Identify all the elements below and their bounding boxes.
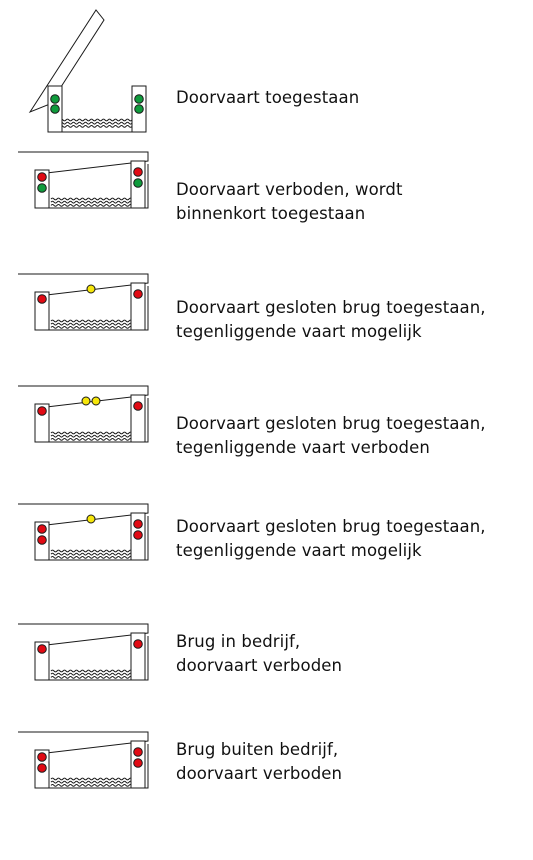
raised-bridge-icon (28, 9, 147, 133)
left-signal-light-red (37, 535, 47, 545)
left-signal-light-red (37, 172, 47, 182)
bridge-deck (18, 731, 149, 755)
left-signal-light-red (37, 406, 47, 416)
caption-line: tegenliggende vaart mogelijk (176, 322, 422, 341)
left-signal-light-red (37, 752, 47, 762)
right-signal-light-red (133, 289, 143, 299)
bridge-signals-legend: { "colors": { "red": "#e10a14", "green":… (18, 9, 486, 789)
caption-line: Doorvaart gesloten brug toegestaan, (176, 517, 486, 536)
right-signal-light-green (134, 104, 144, 114)
yellow-light (86, 514, 96, 524)
right-signal-light-red (133, 519, 143, 529)
bridge-deck (18, 623, 149, 647)
right-signal-light-red (133, 401, 143, 411)
closed-bridge-icon (18, 731, 149, 789)
water-wave (59, 125, 139, 128)
caption-line: doorvaart verboden (176, 656, 343, 675)
raised-deck (28, 9, 105, 114)
water-wave (50, 780, 136, 784)
water-wave (50, 200, 136, 204)
caption-line: tegenliggende vaart verboden (176, 438, 430, 457)
left-signal-light-red (37, 294, 47, 304)
water-wave (50, 777, 136, 781)
water-wave (50, 676, 136, 679)
right-signal-light-green (134, 94, 144, 104)
left-signal-light-red (37, 644, 47, 654)
water-wave (50, 431, 136, 435)
closed-bridge-icon (18, 273, 149, 331)
bridge-deck (18, 151, 149, 175)
signal-caption: Doorvaart gesloten brug toegestaan, tegen… (176, 515, 486, 563)
water-wave (50, 784, 136, 787)
signal-caption: Doorvaart gesloten brug toegestaan, tegen… (176, 296, 486, 344)
right-signal-light-red (133, 167, 143, 177)
right-signal-light-red (133, 747, 143, 757)
yellow-light (81, 396, 91, 406)
caption-line: Doorvaart gesloten brug toegestaan, (176, 414, 486, 433)
water-wave (50, 672, 136, 676)
water-wave (50, 197, 136, 201)
closed-bridge-icon (18, 151, 149, 209)
signal-caption: Doorvaart toegestaan (176, 86, 359, 110)
water-wave (50, 204, 136, 207)
signal-caption: Brug buiten bedrijf, doorvaart verboden (176, 738, 342, 786)
caption-line: Doorvaart toegestaan (176, 88, 360, 107)
water-wave (59, 121, 139, 125)
water-wave (50, 669, 136, 673)
closed-bridge-icon (18, 503, 149, 561)
water-wave (50, 326, 136, 329)
signal-caption: Brug in bedrijf, doorvaart verboden (176, 630, 342, 678)
caption-line: Doorvaart verboden, wordt (176, 180, 403, 199)
left-signal-light-green (50, 104, 60, 114)
water-wave (50, 322, 136, 326)
water-wave (50, 319, 136, 323)
signal-caption: Doorvaart gesloten brug toegestaan, tegen… (176, 412, 486, 460)
water-wave (50, 549, 136, 553)
yellow-light (86, 284, 96, 294)
closed-bridge-icon (18, 385, 149, 443)
caption-line: Doorvaart gesloten brug toegestaan, (176, 298, 486, 317)
left-signal-light-red (37, 524, 47, 534)
water-wave (50, 556, 136, 559)
signal-caption: Doorvaart verboden, wordt binnenkort toeg… (176, 178, 403, 226)
water-wave (59, 118, 139, 122)
right-signal-light-red (133, 758, 143, 768)
water-wave (50, 552, 136, 556)
right-signal-light-red (133, 530, 143, 540)
left-signal-light-green (37, 183, 47, 193)
right-signal-light-green (133, 178, 143, 188)
basin (49, 94, 145, 133)
yellow-light (91, 396, 101, 406)
water-wave (50, 438, 136, 441)
caption-line: doorvaart verboden (176, 764, 343, 783)
caption-line: Brug in bedrijf, (176, 632, 301, 651)
left-signal-light-red (37, 763, 47, 773)
caption-line: tegenliggende vaart mogelijk (176, 541, 422, 560)
caption-line: binnenkort toegestaan (176, 204, 366, 223)
right-signal-light-red (133, 639, 143, 649)
caption-line: Brug buiten bedrijf, (176, 740, 339, 759)
left-signal-light-green (50, 94, 60, 104)
water-wave (50, 434, 136, 438)
closed-bridge-icon (18, 623, 149, 681)
